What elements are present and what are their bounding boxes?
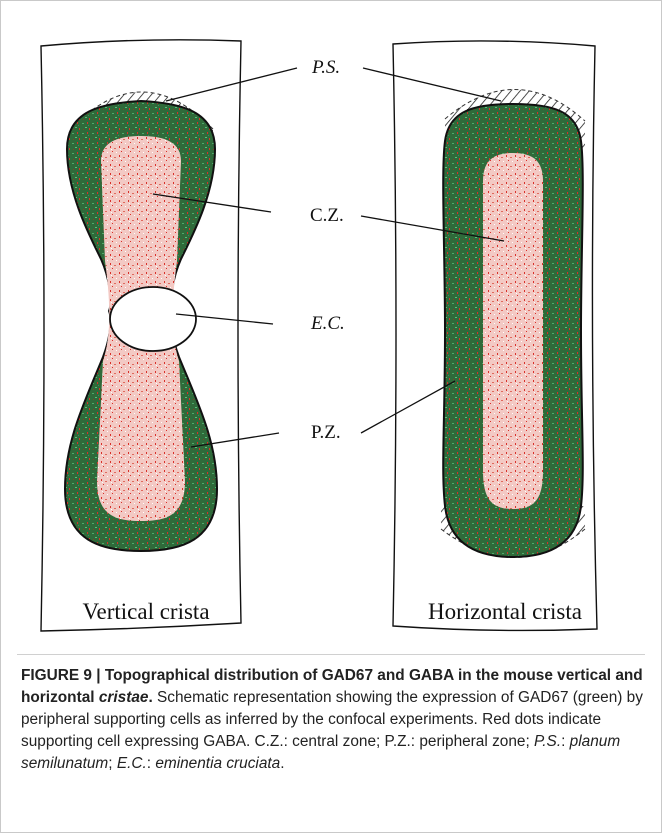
caption-ps-abbr: P.S. xyxy=(534,733,561,750)
caption-sep: ; xyxy=(108,755,117,772)
figure-caption: FIGURE 9 | Topographical distribution of… xyxy=(21,665,647,775)
label-pz: P.Z. xyxy=(311,422,341,443)
caption-ec-full: eminentia cruciata xyxy=(155,755,280,772)
caption-ps-sep: : xyxy=(561,733,570,750)
leader-ps-right xyxy=(363,68,501,101)
leader-ps-left xyxy=(166,68,297,101)
horizontal-crista-title: Horizontal crista xyxy=(355,599,655,625)
vertical-crista xyxy=(41,40,241,631)
label-cz: C.Z. xyxy=(310,205,344,226)
left-ec-shape xyxy=(110,287,196,351)
caption-title-italic: cristae xyxy=(99,689,149,706)
leader-pz-right xyxy=(361,381,455,433)
label-ps: P.S. xyxy=(311,57,340,78)
vertical-crista-title: Vertical crista xyxy=(0,599,296,625)
crista-diagram: P.S. C.Z. E.C. P.Z. xyxy=(1,1,662,651)
label-ec: E.C. xyxy=(310,313,345,334)
right-cz-shape xyxy=(483,153,543,509)
horizontal-crista xyxy=(393,41,597,631)
caption-divider xyxy=(17,654,645,655)
caption-ec-abbr: E.C. xyxy=(117,755,147,772)
caption-end: . xyxy=(280,755,284,772)
